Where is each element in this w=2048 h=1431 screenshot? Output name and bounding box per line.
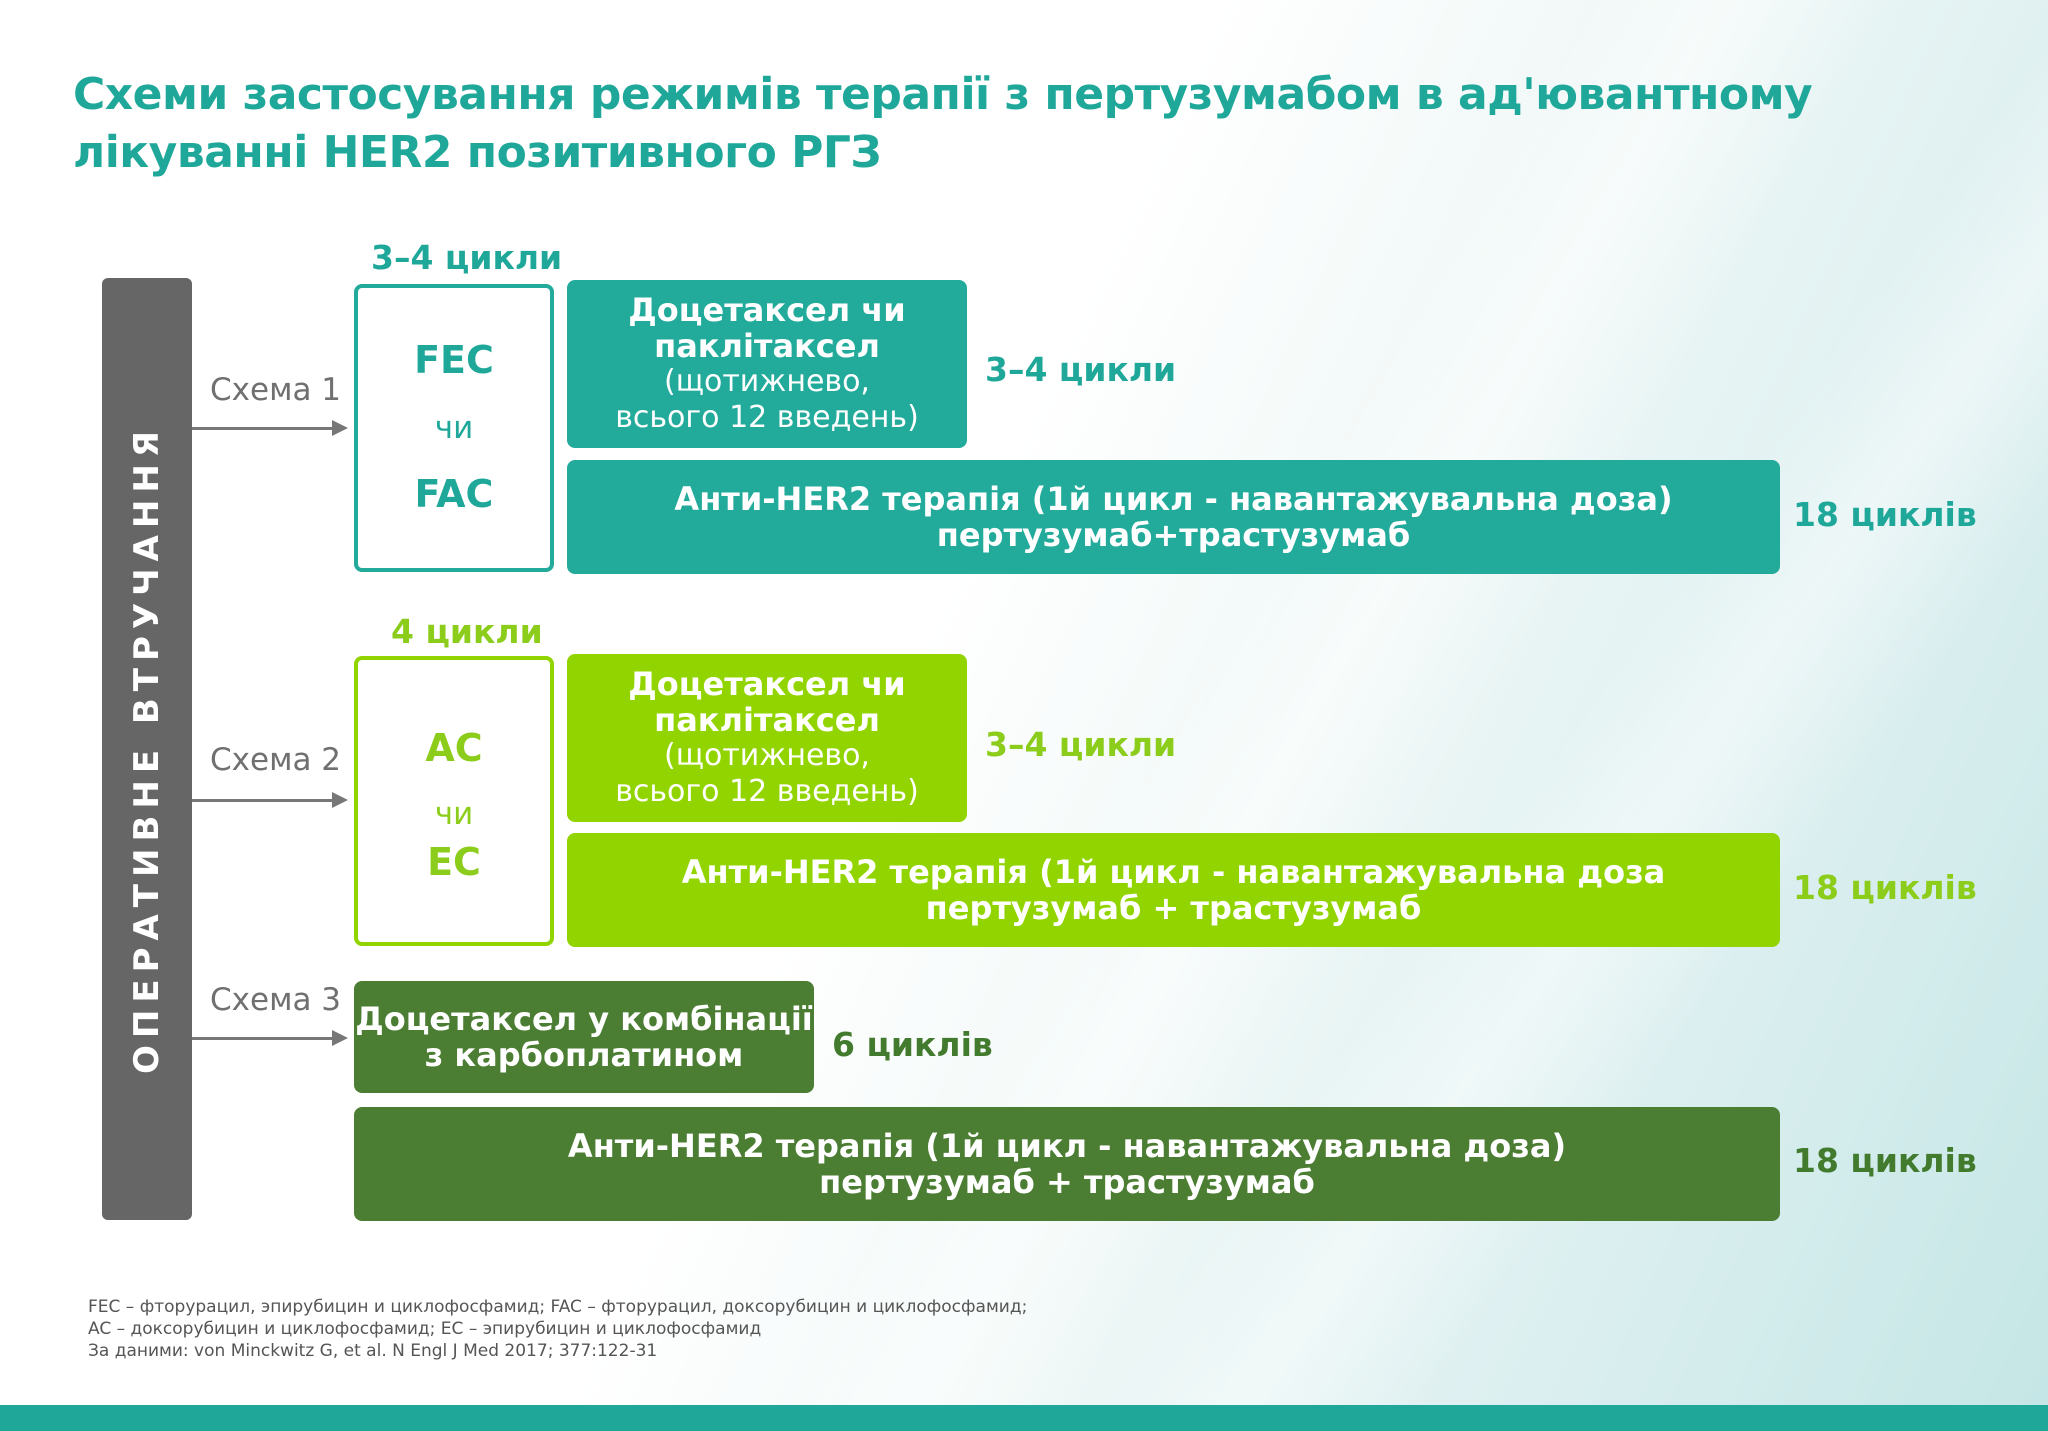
scheme3-chemo-cycles: 6 циклів [832,1025,993,1064]
footnote: FEC – фторурацил, эпирубицин и циклофосф… [88,1297,1028,1361]
scheme3-arrow [192,1030,348,1046]
scheme2-arrow [192,792,348,808]
scheme1-her2-box: Анти-HER2 терапія (1й цикл - навантажува… [567,460,1780,574]
scheme2-chemo-or: чи [434,796,474,832]
scheme2-her2-cycles: 18 циклів [1793,868,1977,907]
scheme3-chemo-box: Доцетаксел у комбінації з карбоплатином [354,981,814,1093]
scheme1-arrow [192,420,348,436]
scheme1-chemo-option1: FEC [414,338,494,382]
scheme2-taxane-box: Доцетаксел чи паклітаксел (щотижнево, вс… [567,654,967,822]
surgery-bar: ОПЕРАТИВНЕ ВТРУЧАННЯ [102,278,192,1220]
scheme1-chemo-box: FEC чи FAC [354,284,554,572]
surgery-label: ОПЕРАТИВНЕ ВТРУЧАННЯ [127,423,167,1075]
scheme1-her2-cycles: 18 циклів [1793,495,1977,534]
scheme2-chemo-option2: EC [427,840,481,884]
scheme2-chemo-option1: AC [425,726,483,770]
scheme2-taxane-cycles: 3–4 цикли [985,725,1177,764]
scheme3-her2-box: Анти-HER2 терапія (1й цикл - навантажува… [354,1107,1780,1221]
scheme1-chemo-or: чи [434,410,474,446]
scheme1-taxane-cycles: 3–4 цикли [985,350,1177,389]
scheme2-her2-box: Анти-HER2 терапія (1й цикл - навантажува… [567,833,1780,947]
scheme1-chemo-cycles: 3–4 цикли [371,238,563,277]
scheme2-chemo-cycles: 4 цикли [391,612,543,651]
scheme2-label: Схема 2 [210,742,342,778]
scheme1-chemo-option2: FAC [414,472,494,516]
scheme3-label: Схема 3 [210,982,342,1018]
scheme2-chemo-box: AC чи EC [354,656,554,946]
page-title: Схеми застосування режимів терапії з пер… [73,69,1813,178]
scheme3-her2-cycles: 18 циклів [1793,1141,1977,1180]
scheme1-label: Схема 1 [210,372,342,408]
scheme1-taxane-box: Доцетаксел чи паклітаксел (щотижнево, вс… [567,280,967,448]
bottom-accent-bar [0,1405,2048,1431]
